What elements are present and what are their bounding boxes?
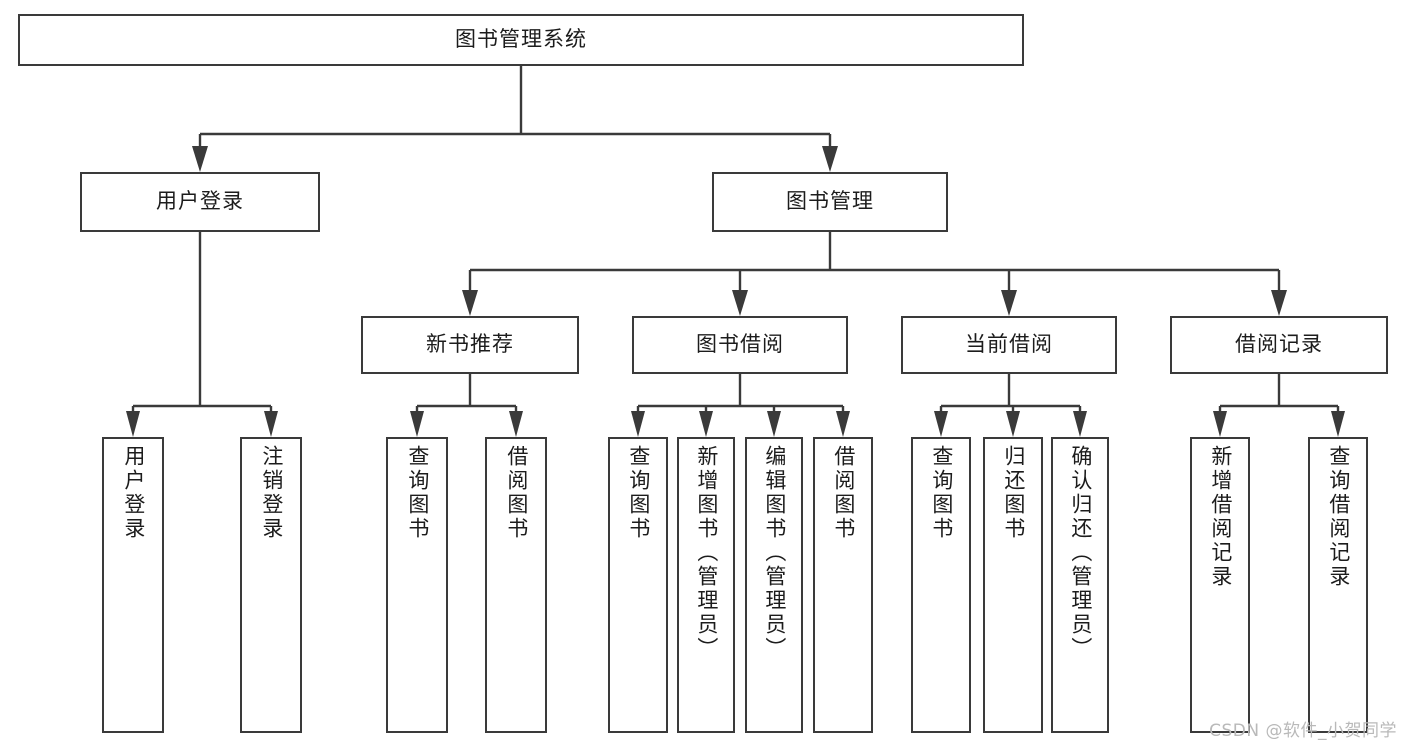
node-label: 查询图书 bbox=[405, 445, 430, 541]
arrowhead-leaf-query-record bbox=[1331, 411, 1345, 437]
node-label: 图书借阅 bbox=[696, 332, 784, 357]
node-new-book-recommend[interactable]: 新书推荐 bbox=[361, 316, 579, 374]
arrowhead-leaf-return-book bbox=[1006, 411, 1020, 437]
leaf-borrow-book[interactable]: 借阅图书 bbox=[813, 437, 873, 733]
leaf-user-logout[interactable]: 注销登录 bbox=[240, 437, 302, 733]
arrowhead-current-borrow bbox=[1001, 290, 1017, 316]
leaf-user-login[interactable]: 用户登录 bbox=[102, 437, 164, 733]
arrowhead-leaf-add-book bbox=[699, 411, 713, 437]
node-label: 新增借阅记录 bbox=[1208, 445, 1233, 589]
node-label: 借阅图书 bbox=[504, 445, 529, 541]
leaf-confirm-return[interactable]: 确认归还（管理员） bbox=[1051, 437, 1109, 733]
node-borrow-record[interactable]: 借阅记录 bbox=[1170, 316, 1388, 374]
node-label: 归还图书 bbox=[1001, 445, 1026, 541]
node-user-login[interactable]: 用户登录 bbox=[80, 172, 320, 232]
node-label: 借阅图书 bbox=[831, 445, 856, 541]
node-label: 确认归还（管理员） bbox=[1068, 445, 1093, 661]
arrowhead-user-login bbox=[192, 146, 208, 172]
arrowhead-leaf-edit-book bbox=[767, 411, 781, 437]
leaf-borrow-book-rec[interactable]: 借阅图书 bbox=[485, 437, 547, 733]
arrowhead-leaf-confirm-return bbox=[1073, 411, 1087, 437]
node-label: 当前借阅 bbox=[965, 332, 1053, 357]
leaf-add-record[interactable]: 新增借阅记录 bbox=[1190, 437, 1250, 733]
arrowhead-new-book-recommend bbox=[462, 290, 478, 316]
node-label: 编辑图书（管理员） bbox=[762, 445, 787, 661]
node-label: 图书管理系统 bbox=[455, 27, 587, 52]
arrowhead-leaf-user-login bbox=[126, 411, 140, 437]
leaf-query-book-rec[interactable]: 查询图书 bbox=[386, 437, 448, 733]
node-label: 用户登录 bbox=[156, 189, 244, 214]
leaf-return-book[interactable]: 归还图书 bbox=[983, 437, 1043, 733]
leaf-edit-book[interactable]: 编辑图书（管理员） bbox=[745, 437, 803, 733]
arrowhead-leaf-query-book-rec bbox=[410, 411, 424, 437]
leaf-query-record[interactable]: 查询借阅记录 bbox=[1308, 437, 1368, 733]
arrowhead-leaf-query-book-borrow bbox=[631, 411, 645, 437]
node-label: 借阅记录 bbox=[1235, 332, 1323, 357]
node-book-management[interactable]: 图书管理 bbox=[712, 172, 948, 232]
leaf-add-book[interactable]: 新增图书（管理员） bbox=[677, 437, 735, 733]
node-label: 查询图书 bbox=[929, 445, 954, 541]
node-label: 图书管理 bbox=[786, 189, 874, 214]
node-current-borrow[interactable]: 当前借阅 bbox=[901, 316, 1117, 374]
leaf-query-book-borrow[interactable]: 查询图书 bbox=[608, 437, 668, 733]
node-label: 注销登录 bbox=[259, 445, 284, 541]
watermark-text: CSDN @软件_小贺同学 bbox=[1209, 721, 1397, 741]
arrowhead-book-management bbox=[822, 146, 838, 172]
leaf-query-book-current[interactable]: 查询图书 bbox=[911, 437, 971, 733]
arrowhead-leaf-user-logout bbox=[264, 411, 278, 437]
arrowhead-leaf-query-book-current bbox=[934, 411, 948, 437]
arrowhead-leaf-add-record bbox=[1213, 411, 1227, 437]
arrowhead-book-borrow bbox=[732, 290, 748, 316]
node-book-borrow[interactable]: 图书借阅 bbox=[632, 316, 848, 374]
arrowhead-leaf-borrow-book bbox=[836, 411, 850, 437]
node-label: 查询图书 bbox=[626, 445, 651, 541]
arrowhead-leaf-borrow-book-rec bbox=[509, 411, 523, 437]
node-label: 新书推荐 bbox=[426, 332, 514, 357]
node-label: 新增图书（管理员） bbox=[694, 445, 719, 661]
node-label: 查询借阅记录 bbox=[1326, 445, 1351, 589]
arrowhead-borrow-record bbox=[1271, 290, 1287, 316]
node-root-system[interactable]: 图书管理系统 bbox=[18, 14, 1024, 66]
node-label: 用户登录 bbox=[121, 445, 146, 541]
